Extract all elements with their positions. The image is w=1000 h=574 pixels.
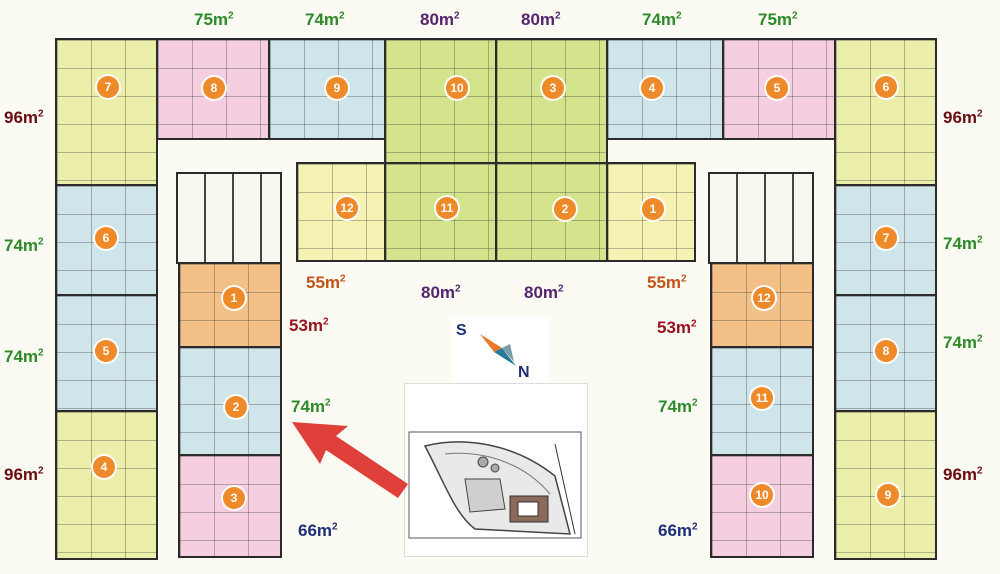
- unit-8-right: [834, 294, 937, 412]
- area-label: 74m2: [943, 333, 983, 352]
- unit-number: 10: [446, 77, 468, 99]
- unit-number: 1: [642, 198, 664, 220]
- unit-11-left: [384, 162, 497, 262]
- unit-number: 7: [97, 76, 119, 98]
- unit-number: 9: [877, 484, 899, 506]
- unit-number: 8: [203, 77, 225, 99]
- area-label: 55m2: [647, 273, 687, 292]
- area-label: 53m2: [657, 318, 697, 337]
- unit-5-left: [55, 294, 158, 412]
- compass-north-label: N: [518, 364, 530, 381]
- unit-4-left: [55, 410, 158, 560]
- area-label: 74m2: [658, 397, 698, 416]
- unit-number: 4: [641, 77, 663, 99]
- area-label: 80m2: [421, 283, 461, 302]
- unit-number: 12: [336, 197, 358, 219]
- unit-number: 2: [554, 198, 576, 220]
- unit-number: 4: [93, 456, 115, 478]
- area-label: 74m2: [943, 234, 983, 253]
- unit-6-right: [834, 38, 937, 186]
- unit-number: 10: [751, 484, 773, 506]
- area-label: 75m2: [758, 10, 798, 29]
- unit-10-left: [384, 38, 497, 164]
- unit-number: 3: [223, 487, 245, 509]
- site-plan-icon: [408, 431, 582, 539]
- area-label: 55m2: [306, 273, 346, 292]
- area-label: 75m2: [194, 10, 234, 29]
- unit-4-right: [606, 38, 724, 140]
- compass: S N: [452, 318, 548, 390]
- unit-number: 8: [875, 340, 897, 362]
- area-label: 74m2: [305, 10, 345, 29]
- area-label: 66m2: [298, 521, 338, 540]
- unit-number: 7: [875, 227, 897, 249]
- area-label: 96m2: [943, 108, 983, 127]
- pointer-arrow-icon: [292, 422, 408, 498]
- unit-number: 11: [436, 197, 458, 219]
- area-label: 96m2: [4, 108, 44, 127]
- area-label: 74m2: [642, 10, 682, 29]
- area-label: 53m2: [289, 316, 329, 335]
- unit-6-left: [55, 184, 158, 296]
- core-right: [708, 172, 814, 264]
- unit-number: 12: [753, 287, 775, 309]
- unit-number: 5: [95, 340, 117, 362]
- unit-3-left: [178, 454, 282, 558]
- area-label: 74m2: [291, 397, 331, 416]
- area-label: 80m2: [420, 10, 460, 29]
- compass-south-label: S: [456, 322, 467, 339]
- compass-needle-icon: [480, 334, 516, 366]
- area-label: 74m2: [4, 236, 44, 255]
- unit-10-right: [710, 454, 814, 558]
- area-label: 80m2: [521, 10, 561, 29]
- area-label: 96m2: [4, 465, 44, 484]
- area-label: 74m2: [4, 347, 44, 366]
- unit-7-left: [55, 38, 158, 186]
- unit-number: 6: [875, 76, 897, 98]
- area-label: 80m2: [524, 283, 564, 302]
- unit-number: 2: [225, 396, 247, 418]
- unit-number: 6: [95, 227, 117, 249]
- unit-number: 3: [542, 77, 564, 99]
- area-label: 66m2: [658, 521, 698, 540]
- core-left: [176, 172, 282, 264]
- area-label: 96m2: [943, 465, 983, 484]
- unit-3-right: [495, 38, 608, 164]
- site-plan-map: [404, 383, 588, 557]
- unit-number: 11: [751, 387, 773, 409]
- unit-number: 1: [223, 287, 245, 309]
- unit-number: 5: [766, 77, 788, 99]
- unit-2-right: [495, 162, 608, 262]
- unit-number: 9: [326, 77, 348, 99]
